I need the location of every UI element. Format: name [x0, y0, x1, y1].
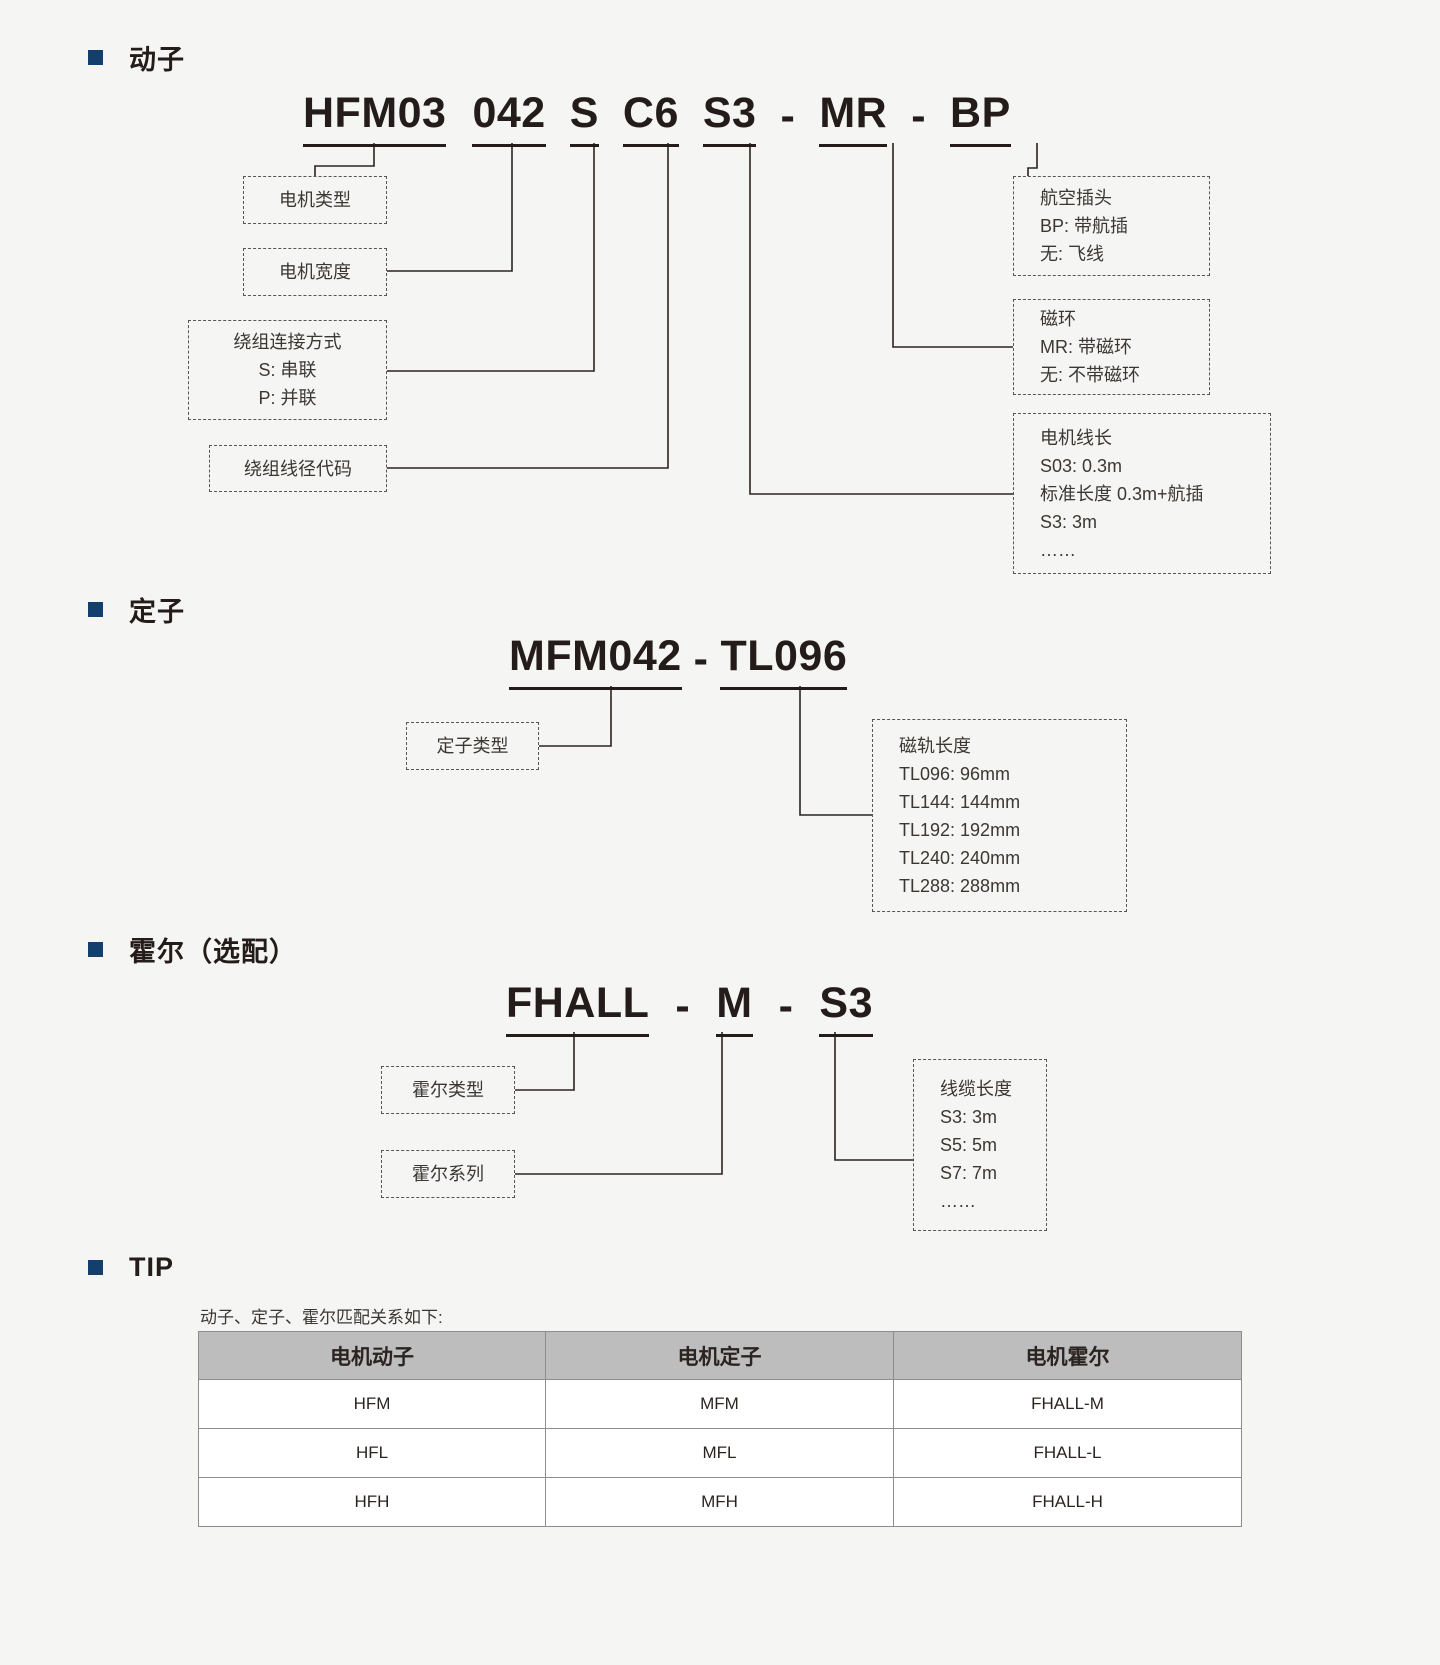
- hall-part-number: FHALL - M - S3: [506, 982, 873, 1037]
- code-segment-aviation-plug: BP: [950, 92, 1011, 147]
- table-cell-stator: MFM: [545, 1379, 894, 1429]
- callout-hall-cable-length: 线缆长度 S3: 3m S5: 5m S7: 7m ……: [913, 1059, 1047, 1231]
- callout-line: 无: 飞线: [1040, 244, 1105, 264]
- callout-line: 绕组线径代码: [244, 458, 352, 479]
- callout-line: ……: [1040, 539, 1076, 560]
- callout-line: S3: 3m: [1040, 511, 1098, 532]
- callout-line: 霍尔系列: [412, 1164, 484, 1184]
- callout-line: TL096: 96mm: [899, 763, 1011, 784]
- callout-line: 绕组连接方式: [233, 332, 342, 352]
- callout-hall-type: 霍尔类型: [381, 1066, 515, 1114]
- callout-line: ……: [940, 1191, 976, 1211]
- bullet-square-icon: [88, 1260, 103, 1275]
- callout-line: S7: 7m: [940, 1163, 998, 1183]
- section-title-stator: 定子: [129, 597, 185, 627]
- code-separator-1: -: [780, 92, 796, 140]
- table-row: HFM MFM FHALL-M: [198, 1379, 1242, 1429]
- table-row: HFH MFH FHALL-H: [198, 1477, 1242, 1527]
- callout-line: TL144: 144mm: [899, 791, 1021, 812]
- callout-line: BP: 带航插: [1040, 216, 1129, 236]
- callout-line: 磁轨长度: [899, 735, 971, 756]
- callout-wire-gauge-code: 绕组线径代码: [209, 445, 387, 492]
- callout-line: 线缆长度: [940, 1079, 1012, 1099]
- matching-table: 电机动子 电机定子 电机霍尔 HFM MFM FHALL-M HFL MFL F…: [198, 1331, 1242, 1527]
- table-cell-hall: FHALL-H: [893, 1477, 1242, 1527]
- code-segment-motor-type: HFM03: [303, 92, 447, 147]
- callout-line: 定子类型: [436, 736, 509, 756]
- callout-line: S5: 5m: [940, 1135, 998, 1155]
- callout-motor-type: 电机类型: [243, 176, 387, 224]
- callout-line: 电机宽度: [279, 262, 351, 282]
- table-header-row: 电机动子 电机定子 电机霍尔: [198, 1331, 1242, 1380]
- table-header-hall: 电机霍尔: [893, 1331, 1242, 1380]
- callout-line: 电机线长: [1040, 427, 1112, 448]
- code-segment-rail-length: TL096: [720, 635, 848, 690]
- code-segment-motor-width: 042: [472, 92, 546, 147]
- code-segment-cable-length: S3: [702, 92, 757, 147]
- table-header-stator: 电机定子: [545, 1331, 894, 1380]
- callout-line: 航空插头: [1040, 188, 1112, 208]
- callout-line: MR: 带磁环: [1040, 337, 1132, 357]
- callout-line: S03: 0.3m: [1040, 455, 1123, 476]
- code-segment-magnet-ring: MR: [819, 92, 888, 147]
- callout-line: S: 串联: [258, 360, 317, 380]
- table-cell-mover: HFM: [198, 1379, 546, 1429]
- callout-line: 磁环: [1040, 309, 1076, 329]
- code-segment-hall-series: M: [716, 982, 753, 1037]
- section-title-hall: 霍尔（选配）: [129, 937, 297, 967]
- bullet-square-icon: [88, 602, 103, 617]
- code-segment-winding-connection: S: [569, 92, 599, 147]
- callout-line: S3: 3m: [940, 1107, 998, 1127]
- tip-note: 动子、定子、霍尔匹配关系如下:: [200, 1308, 443, 1327]
- section-title-tip: TIP: [129, 1252, 175, 1282]
- bullet-square-icon: [88, 942, 103, 957]
- section-heading-stator: 定子: [88, 590, 185, 629]
- bullet-square-icon: [88, 50, 103, 65]
- section-heading-tip: TIP: [88, 1252, 174, 1283]
- callout-line: 无: 不带磁环: [1040, 365, 1141, 385]
- callout-rail-length: 磁轨长度 TL096: 96mm TL144: 144mm TL192: 192…: [872, 719, 1127, 912]
- section-title-mover: 动子: [129, 45, 185, 75]
- table-cell-stator: MFH: [545, 1477, 894, 1527]
- callout-line: TL240: 240mm: [899, 847, 1021, 868]
- callout-stator-type: 定子类型: [406, 722, 539, 770]
- table-header-mover: 电机动子: [198, 1331, 546, 1380]
- callout-line: 霍尔类型: [412, 1080, 484, 1100]
- code-separator-1: -: [675, 982, 691, 1030]
- code-segment-hall-type: FHALL: [506, 982, 650, 1037]
- callout-line: P: 并联: [258, 388, 317, 408]
- code-separator-2: -: [911, 92, 927, 140]
- mover-part-number: HFM03 042 S C6 S3 - MR - BP: [303, 92, 1011, 147]
- callout-hall-series: 霍尔系列: [381, 1150, 515, 1198]
- callout-line: 电机类型: [279, 190, 351, 210]
- callout-winding-connection: 绕组连接方式 S: 串联 P: 并联: [188, 320, 387, 420]
- table-cell-hall: FHALL-L: [893, 1428, 1242, 1478]
- callout-line: 标准长度 0.3m+航插: [1040, 483, 1204, 504]
- callout-line: TL288: 288mm: [899, 875, 1021, 896]
- section-heading-mover: 动子: [88, 38, 185, 77]
- callout-magnet-ring: 磁环 MR: 带磁环 无: 不带磁环: [1013, 299, 1210, 395]
- table-cell-stator: MFL: [545, 1428, 894, 1478]
- code-segment-wire-gauge: C6: [622, 92, 679, 147]
- code-separator-1: -: [693, 635, 709, 683]
- table-cell-mover: HFH: [198, 1477, 546, 1527]
- callout-aviation-plug: 航空插头 BP: 带航插 无: 飞线: [1013, 176, 1210, 276]
- callout-line: TL192: 192mm: [899, 819, 1021, 840]
- table-row: HFL MFL FHALL-L: [198, 1428, 1242, 1478]
- section-heading-hall: 霍尔（选配）: [88, 930, 297, 969]
- code-segment-stator-type: MFM042: [509, 635, 682, 690]
- stator-part-number: MFM042 - TL096: [509, 635, 848, 690]
- code-segment-hall-cable-length: S3: [819, 982, 873, 1037]
- table-cell-hall: FHALL-M: [893, 1379, 1242, 1429]
- table-cell-mover: HFL: [198, 1428, 546, 1478]
- callout-motor-cable-length: 电机线长 S03: 0.3m 标准长度 0.3m+航插 S3: 3m ……: [1013, 413, 1271, 574]
- code-separator-2: -: [778, 982, 794, 1030]
- callout-motor-width: 电机宽度: [243, 248, 387, 296]
